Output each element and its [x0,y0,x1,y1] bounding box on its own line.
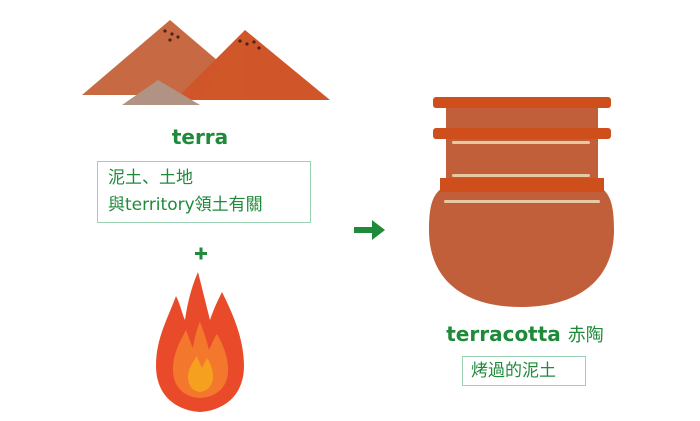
arrow-right-icon [354,220,385,240]
result-meaning-box: 烤過的泥土 [462,356,586,386]
source-meaning-line1: 泥土、土地 [108,168,193,188]
mountain-icon [82,20,330,105]
source-meaning-line2: 與territory領土有關 [108,195,263,215]
result-word-row: terracotta 赤陶 [425,320,625,350]
result-meaning: 烤過的泥土 [471,361,556,381]
plus-icon [195,247,207,260]
source-meaning-box: 泥土、土地 與territory領土有關 [97,161,311,223]
source-word: terra [171,125,229,149]
result-word: terracotta [446,322,561,346]
fire-icon [156,272,244,412]
clay-pot-icon [429,97,614,307]
result-word-chinese: 赤陶 [567,325,604,346]
